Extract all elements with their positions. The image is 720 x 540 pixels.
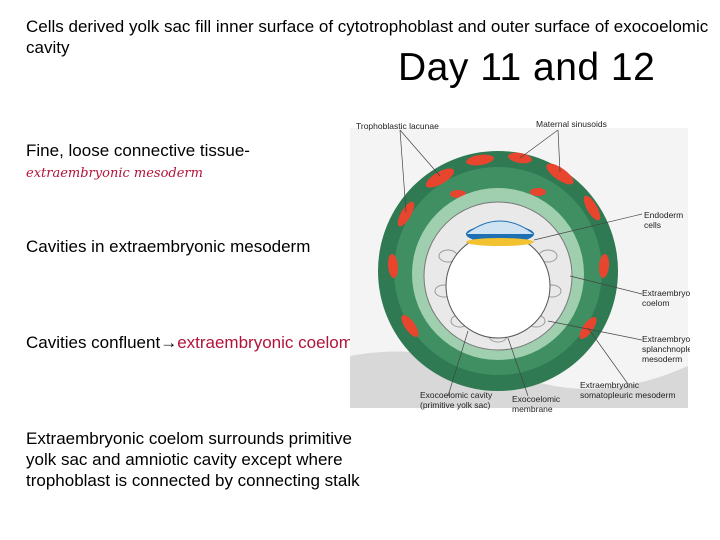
point-text: Cavities confluent: [26, 333, 161, 352]
embryo-diagram: Trophoblastic lacunae Maternal sinusoids…: [350, 119, 690, 414]
slide-title: Day 11 and 12: [398, 46, 656, 89]
label-endoderm-cells: cells: [644, 220, 661, 230]
point-extraembryonic-coelom: Extraembryonic coelom surrounds primitiv…: [26, 428, 366, 491]
label-extraembryonic-2: Extraembryonic: [642, 334, 690, 344]
point-text: Fine, loose connective tissue-: [26, 141, 250, 160]
point-text: Cells derived yolk sac fill inner surfac…: [26, 17, 709, 57]
label-primitive-yolk-sac: (primitive yolk sac): [420, 400, 491, 410]
amniotic-cavity: [465, 220, 535, 235]
hypoblast: [466, 238, 534, 246]
exocoelomic-cavity: [445, 233, 551, 339]
point-connective-tissue: Fine, loose connective tissue- extraembr…: [26, 140, 250, 184]
point-cavities: Cavities in extraembryonic mesoderm: [26, 236, 310, 257]
arrow-glyph: →: [160, 333, 178, 352]
label-extraembryonic: Extraembryonic: [642, 288, 690, 298]
label-coelom: coelom: [642, 298, 669, 308]
label-endoderm: Endoderm: [644, 210, 683, 220]
label-mesoderm: mesoderm: [642, 354, 682, 364]
label-somatopleuric: somatopleuric mesoderm: [580, 390, 675, 400]
point-subtext: extraembryonic mesoderm: [26, 166, 203, 181]
point-yolk-sac-cells: Cells derived yolk sac fill inner surfac…: [26, 16, 720, 58]
label-splanchnopleuric: splanchnopleuric: [642, 344, 690, 354]
label-extraembryonic-3: Extraembryonic: [580, 380, 640, 390]
leader-lines: [399, 129, 643, 397]
label-exocoelomic-cavity: Exocoelomic cavity: [420, 390, 493, 400]
point-text: Cavities in extraembryonic mesoderm: [26, 237, 311, 256]
label-trophoblastic-lacunae: Trophoblastic lacunae: [356, 121, 439, 131]
label-exocoelomic: Exocoelomic: [512, 394, 561, 404]
label-membrane: membrane: [512, 404, 553, 414]
trophoblastic-lacunae: [387, 152, 610, 340]
point-text: Extraembryonic coelom surrounds primitiv…: [26, 429, 360, 490]
label-maternal-sinusoids: Maternal sinusoids: [536, 119, 607, 129]
